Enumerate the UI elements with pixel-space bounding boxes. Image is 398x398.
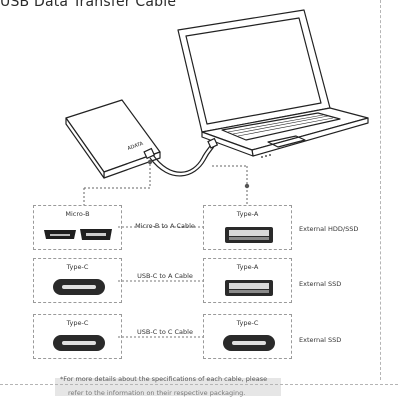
guide-line <box>380 0 381 380</box>
cable-label: Micro-B to A Cable <box>126 218 204 234</box>
type-c-port-icon <box>53 279 105 295</box>
footnote-background <box>55 378 281 396</box>
laptop-icon <box>177 9 369 158</box>
connector-label: Type-C <box>66 263 89 271</box>
external-drive-icon: ADATA <box>65 99 161 179</box>
cable-icon <box>143 137 219 177</box>
cable-label: USB-C to C Cable <box>126 324 204 340</box>
footnote-line-1: *For more details about the specificatio… <box>60 375 268 383</box>
drive-port-dot <box>147 159 153 165</box>
connector-box-type-c: Type-C <box>33 258 122 303</box>
type-a-port-icon <box>225 280 273 296</box>
connector-box-type-a: Type-A <box>203 205 292 250</box>
device-label: External SSD <box>299 336 342 344</box>
connector-box-micro-b: Micro-B <box>33 205 122 250</box>
footnote-line-2: refer to the information on their respec… <box>68 389 246 397</box>
drive-brand-label: ADATA <box>127 141 145 152</box>
device-label: External HDD/SSD <box>299 225 359 233</box>
cable-label: USB-C to A Cable <box>126 268 204 284</box>
micro-b-port-icon <box>44 229 112 240</box>
connector-label: Type-A <box>236 210 259 218</box>
diagram-title: USB Data Transfer Cable <box>0 0 177 10</box>
device-label: External SSD <box>299 280 342 288</box>
connector-label: Micro-B <box>65 210 90 218</box>
footnote-divider <box>0 384 398 385</box>
type-a-port-icon <box>225 227 273 243</box>
device-illustration: ADATA <box>65 9 369 205</box>
connector-label: Type-C <box>66 319 89 327</box>
type-c-port-icon <box>223 335 275 351</box>
cable-line <box>118 336 204 338</box>
connector-box-type-c: Type-C <box>33 314 122 359</box>
connector-box-type-a: Type-A <box>203 258 292 303</box>
laptop-port-dot <box>244 183 250 189</box>
cable-line <box>118 226 204 228</box>
cable-line <box>118 280 204 282</box>
connector-label: Type-A <box>236 263 259 271</box>
connector-box-type-c: Type-C <box>203 314 292 359</box>
type-c-port-icon <box>53 335 105 351</box>
connector-label: Type-C <box>236 319 259 327</box>
connection-lines <box>83 160 248 205</box>
